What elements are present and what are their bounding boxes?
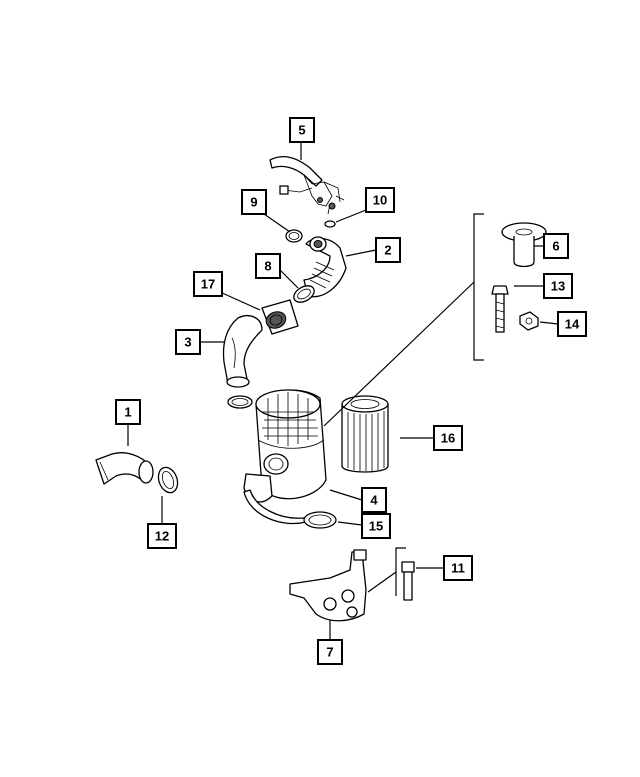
callout-16: 16 — [433, 425, 463, 451]
callout-2-label: 2 — [384, 243, 391, 258]
callout-5-label: 5 — [298, 123, 305, 138]
callout-3-label: 3 — [184, 335, 191, 350]
part-8-clamp — [293, 285, 315, 303]
part-3-air-duct — [222, 315, 263, 388]
part-10-o-ring — [324, 220, 336, 228]
callout-11: 11 — [443, 555, 473, 581]
callout-7-label: 7 — [326, 645, 333, 660]
callout-4-label: 4 — [370, 493, 378, 508]
callout-14: 14 — [557, 311, 587, 337]
part-4-air-cleaner-housing — [243, 389, 327, 525]
callout-13: 13 — [543, 273, 573, 299]
part-13-bolt — [491, 285, 509, 333]
callout-13-label: 13 — [551, 279, 565, 294]
callout-1-label: 1 — [124, 405, 131, 420]
callout-15-label: 15 — [369, 519, 383, 534]
callout-1: 1 — [115, 399, 141, 425]
callout-3: 3 — [175, 329, 201, 355]
callout-7: 7 — [317, 639, 343, 665]
callout-11-label: 11 — [451, 561, 465, 576]
callout-2: 2 — [375, 237, 401, 263]
callout-6-label: 6 — [552, 239, 559, 254]
callout-9: 9 — [241, 189, 267, 215]
part-11-bolt — [401, 561, 415, 601]
callout-12-label: 12 — [155, 529, 169, 544]
part-12-clamp — [157, 466, 179, 494]
part-15-clamp — [303, 511, 337, 529]
callout-8-label: 8 — [264, 259, 271, 274]
leader-lines — [127, 142, 559, 640]
callout-6: 6 — [543, 233, 569, 259]
callout-14-label: 14 — [565, 317, 580, 332]
part-1-elbow-duct — [95, 452, 154, 485]
assembly-brackets — [323, 213, 484, 596]
part-14-nut — [519, 311, 539, 331]
callout-15: 15 — [361, 513, 391, 539]
air-box-inlet-clamp — [227, 395, 253, 409]
callout-5: 5 — [289, 117, 315, 143]
callout-4: 4 — [361, 487, 387, 513]
part-2-intake-hose — [303, 236, 347, 298]
part-6-isolator — [501, 222, 547, 268]
callout-10-label: 10 — [373, 193, 387, 208]
callout-16-label: 16 — [441, 431, 455, 446]
callout-9-label: 9 — [250, 195, 257, 210]
callout-17-label: 17 — [201, 277, 215, 292]
callout-8: 8 — [255, 253, 281, 279]
part-5-vent-hose — [269, 156, 345, 215]
part-17-airflow-sensor — [261, 299, 299, 335]
callout-17: 17 — [193, 271, 223, 297]
callout-12: 12 — [147, 523, 177, 549]
part-7-bracket — [289, 549, 367, 622]
part-9-clamp — [285, 229, 303, 243]
part-16-filter-element — [341, 395, 389, 473]
callout-10: 10 — [365, 187, 395, 213]
